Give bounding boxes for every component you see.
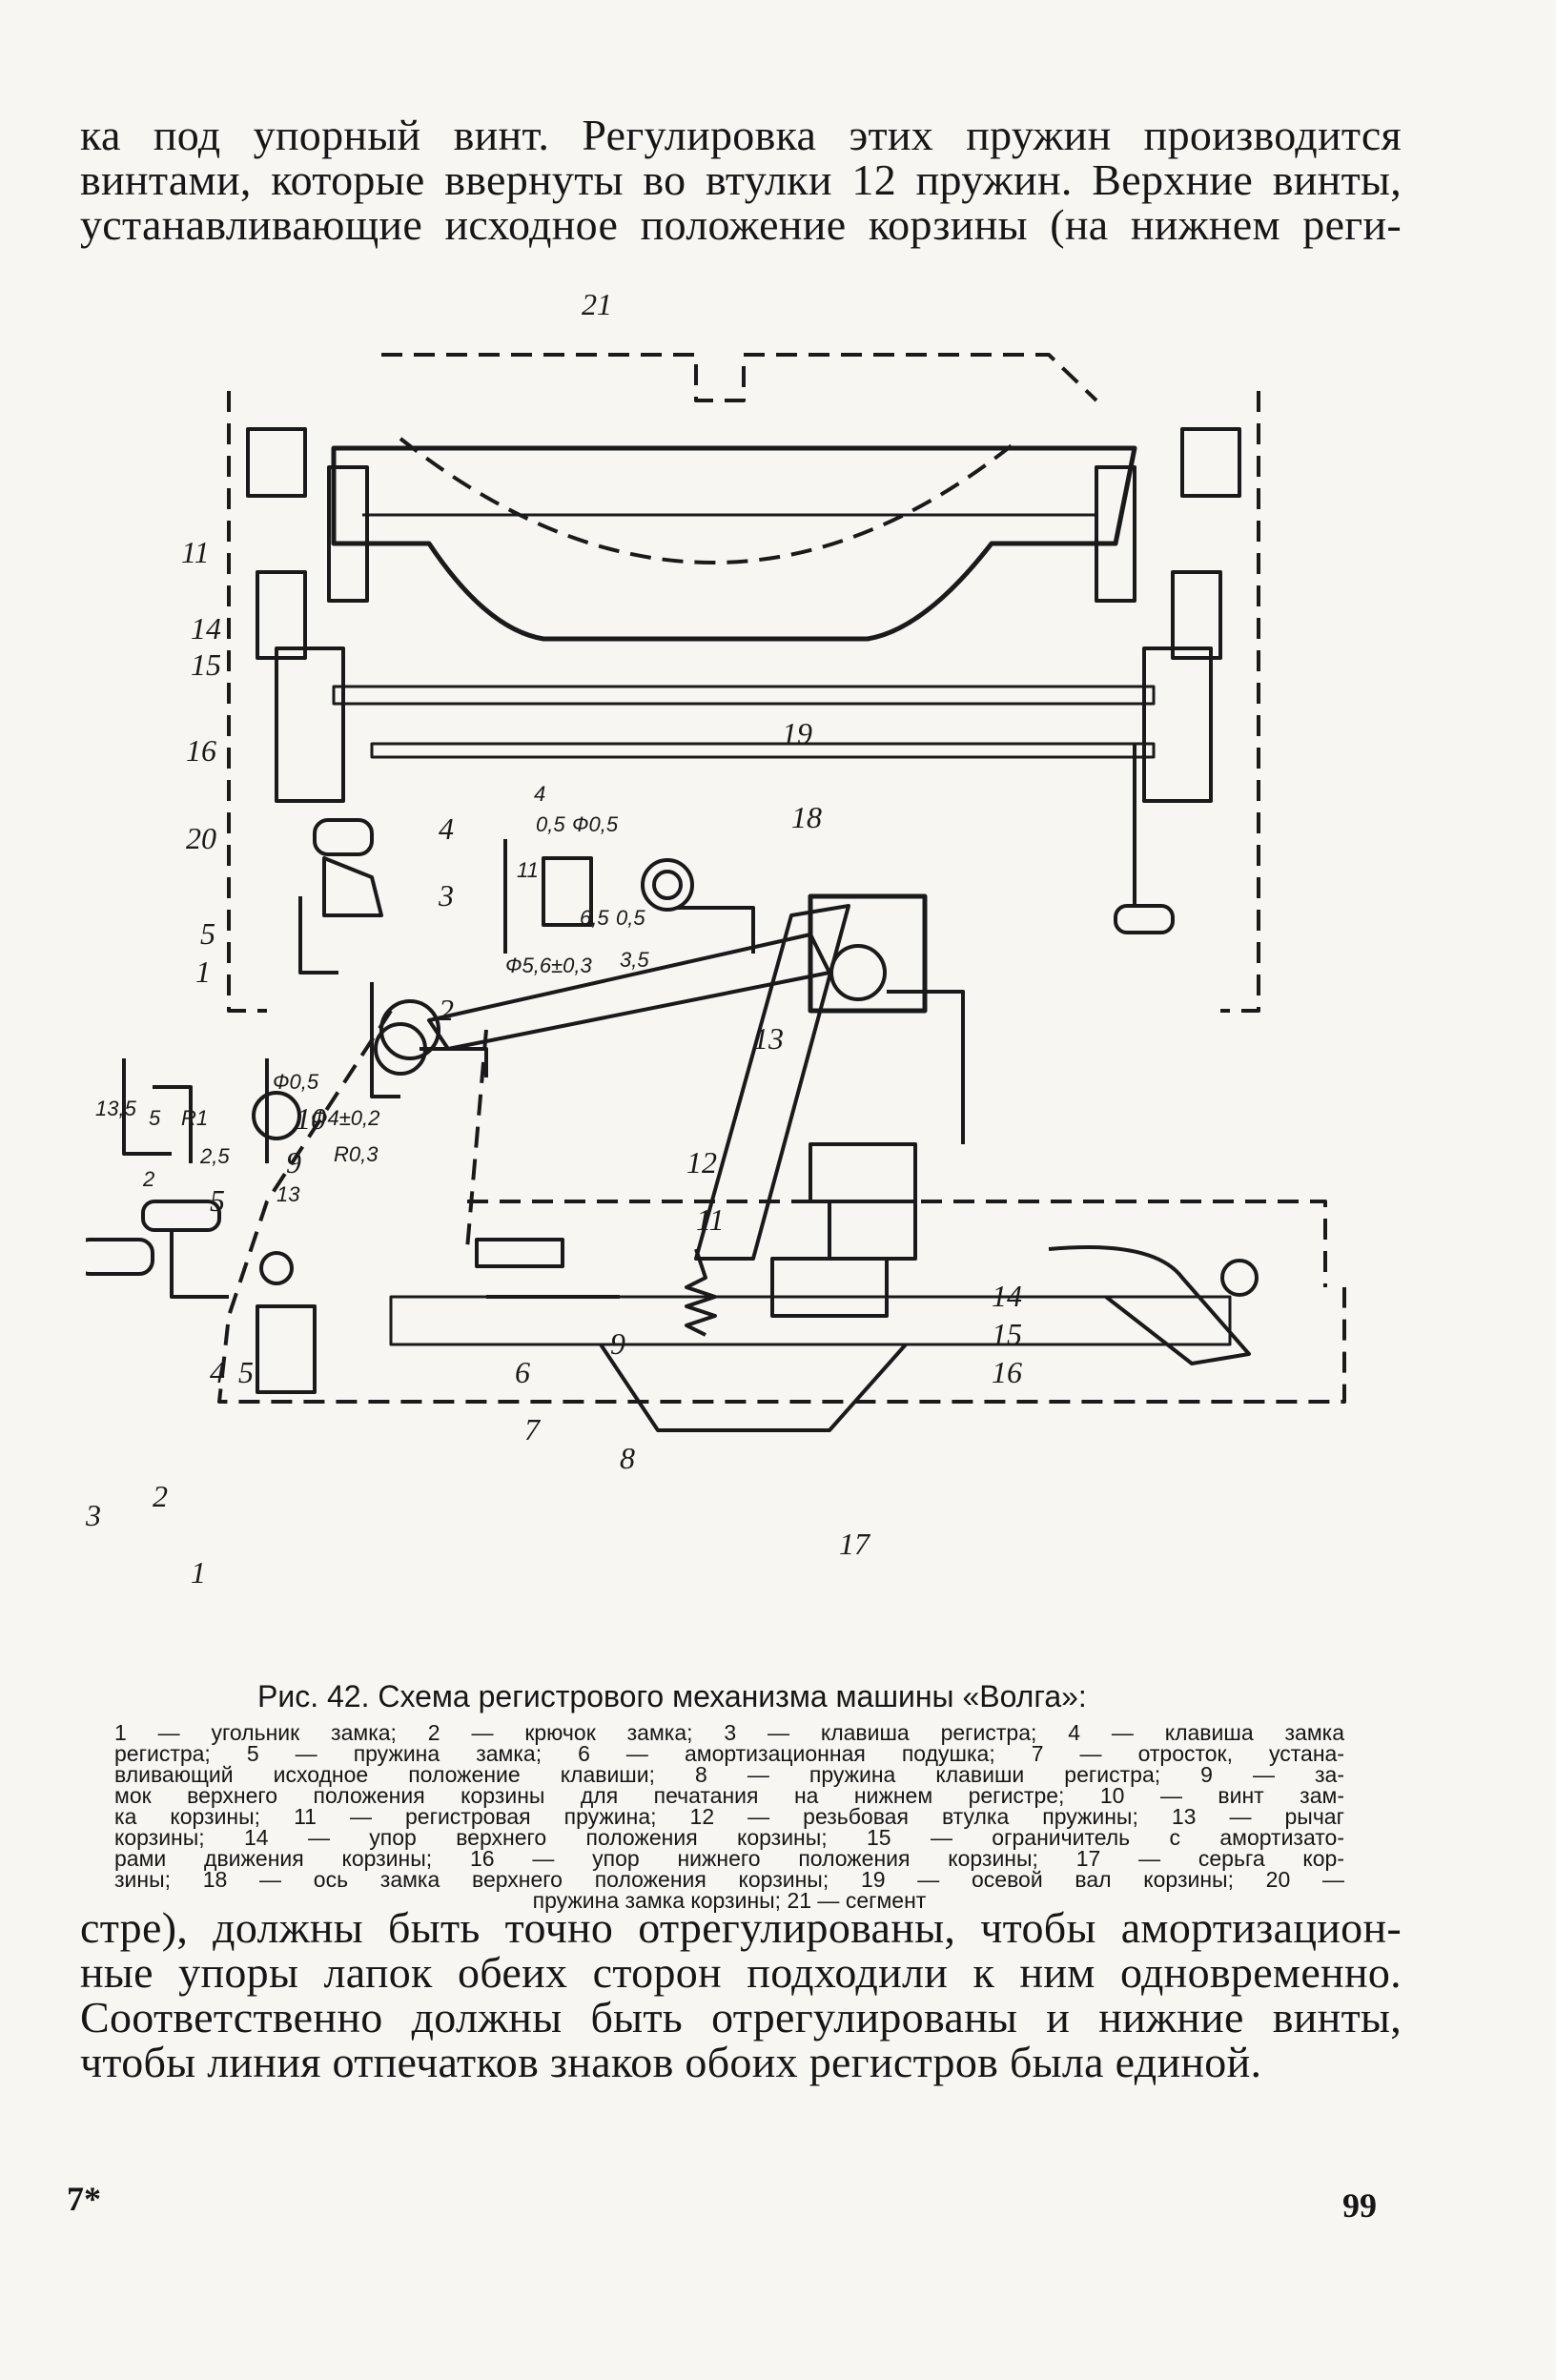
- part-label: 1: [195, 954, 211, 989]
- part-label: 11: [696, 1202, 725, 1237]
- part-label: 13: [753, 1021, 784, 1056]
- dimension-label: Ф0,5: [273, 1070, 319, 1094]
- part-label: 2: [153, 1479, 168, 1513]
- part-label: 5: [238, 1355, 254, 1389]
- legend-line: регистра; 5 — пружина замка; 6 — амортиз…: [114, 1741, 1344, 1766]
- part-label: 16: [186, 733, 216, 768]
- part-label: 3: [438, 878, 454, 913]
- dimension-label: 6,5: [580, 906, 609, 930]
- dimension-label: Ф0,5: [572, 812, 619, 836]
- dimension-label: R0,3: [334, 1142, 379, 1166]
- part-label: 9: [610, 1326, 625, 1361]
- part-label: 20: [186, 821, 216, 855]
- paragraph-bottom: стре), должны быть точно отрегулированы,…: [80, 1905, 1402, 2084]
- legend-line: мок верхнего положения корзины для печат…: [114, 1783, 1344, 1808]
- figure-caption-title: Рис. 42. Схема регистрового механизма ма…: [257, 1679, 1087, 1713]
- legend-line: вливающий исходное положение клавиши; 8 …: [114, 1762, 1344, 1787]
- dimension-label: Ф4±0,2: [311, 1106, 379, 1130]
- page-number: 99: [1342, 2186, 1377, 2225]
- part-label: 2: [439, 993, 454, 1027]
- text-line: устанавливающие исходное положение корзи…: [80, 200, 1402, 249]
- dimension-label: R1: [181, 1106, 208, 1130]
- dimension-label: 5: [149, 1106, 161, 1130]
- legend-line: пружина замка корзины; 21 — сегмент: [532, 1888, 927, 1913]
- part-label: 11: [181, 535, 210, 569]
- part-label: 14: [992, 1279, 1022, 1313]
- text-line: ные упоры лапок обеих сторон подходили к…: [80, 1948, 1402, 1997]
- dimension-label: 3,5: [620, 948, 649, 972]
- text-line: Соответственно должны быть отрегулирован…: [80, 1993, 1402, 2041]
- part-label: 8: [620, 1441, 635, 1475]
- part-label: 15: [191, 647, 221, 682]
- part-label: 7: [524, 1412, 542, 1446]
- signature-mark: 7*: [67, 2180, 101, 2218]
- figure-legend: 1 — угольник замка; 2 — крючок замка; 3 …: [114, 1720, 1344, 1913]
- part-label: 9: [286, 1145, 301, 1180]
- part-label: 15: [992, 1317, 1022, 1351]
- detail-dimensions: 4 Ф0,5 0,5 11 Ф5,6±0,3 6,5 0,5 3,5 13,5 …: [95, 782, 649, 1206]
- text-line: винтами, которые ввернуты во втулки 12 п…: [80, 155, 1402, 204]
- paragraph-top: ка под упорный винт. Регулировка этих пр…: [80, 113, 1402, 247]
- part-label: 5: [210, 1183, 225, 1218]
- legend-line: рами движения корзины; 16 — упор нижнего…: [114, 1846, 1344, 1871]
- part-label: 6: [515, 1355, 530, 1389]
- mechanism-drawing: 4 Ф0,5 0,5 11 Ф5,6±0,3 6,5 0,5 3,5 13,5 …: [86, 287, 1346, 1590]
- part-label: 16: [992, 1355, 1022, 1389]
- part-label: 4: [210, 1355, 225, 1389]
- figure-register-mechanism: 4 Ф0,5 0,5 11 Ф5,6±0,3 6,5 0,5 3,5 13,5 …: [86, 286, 1402, 1688]
- legend-line: 1 — угольник замка; 2 — крючок замка; 3 …: [114, 1720, 1344, 1745]
- dimension-label: 2,5: [199, 1144, 230, 1168]
- dimension-label: 0,5: [616, 906, 645, 930]
- part-label: 12: [686, 1145, 717, 1180]
- part-label: 5: [200, 916, 215, 951]
- dimension-label: 2: [142, 1167, 154, 1191]
- dimension-label: 11: [517, 858, 539, 882]
- dimension-label: 13: [276, 1182, 300, 1206]
- legend-line: корзины; 14 — упор верхнего положения ко…: [114, 1825, 1344, 1850]
- legend-line: зины; 18 — ось замка верхнего положения …: [114, 1867, 1344, 1892]
- part-label: 19: [782, 716, 812, 750]
- part-labels: 21 11 14 15 16 20 19 18 4 5 3 1 2 13 12 …: [86, 287, 1022, 1590]
- dimension-label: 13,5: [95, 1097, 137, 1120]
- legend-line: ка корзины; 11 — регистровая пружина; 12…: [114, 1804, 1344, 1829]
- dimension-label: Ф5,6±0,3: [505, 954, 592, 977]
- part-label: 1: [191, 1555, 206, 1590]
- part-label: 10: [296, 1101, 326, 1136]
- text-line: ка под упорный винт. Регулировка этих пр…: [80, 111, 1402, 159]
- part-label: 18: [791, 800, 822, 834]
- part-label: 4: [439, 811, 454, 846]
- dimension-label: 0,5: [536, 812, 565, 836]
- dimension-label: 4: [534, 782, 545, 806]
- part-label: 14: [191, 611, 221, 646]
- part-label: 17: [839, 1527, 871, 1561]
- part-label: 3: [86, 1498, 101, 1532]
- part-label: 21: [582, 287, 612, 321]
- text-line: стре), должны быть точно отрегулированы,…: [80, 1903, 1402, 1952]
- text-line: чтобы линия отпечатков знаков обоих реги…: [80, 2038, 1262, 2086]
